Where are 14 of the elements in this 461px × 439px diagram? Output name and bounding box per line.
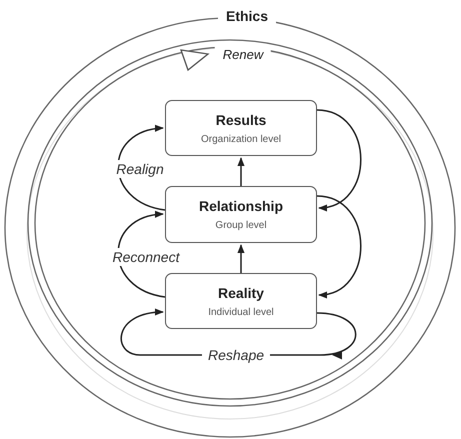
level-title: Relationship [198, 198, 283, 214]
level-title: Reality [218, 284, 264, 300]
level-box [165, 273, 317, 329]
curved-arrow [237, 244, 245, 273]
curved-arrow [316, 195, 362, 298]
double-ring [28, 40, 432, 406]
curved-arrow [316, 109, 362, 210]
level-box [165, 100, 317, 156]
level-subtitle: Organization level [200, 134, 282, 144]
level-title: Results [216, 112, 266, 128]
level-box [165, 186, 317, 243]
level-subtitle: Individual level [208, 306, 274, 318]
level-subtitle: Group level [215, 220, 267, 231]
curved-arrow [237, 157, 245, 186]
